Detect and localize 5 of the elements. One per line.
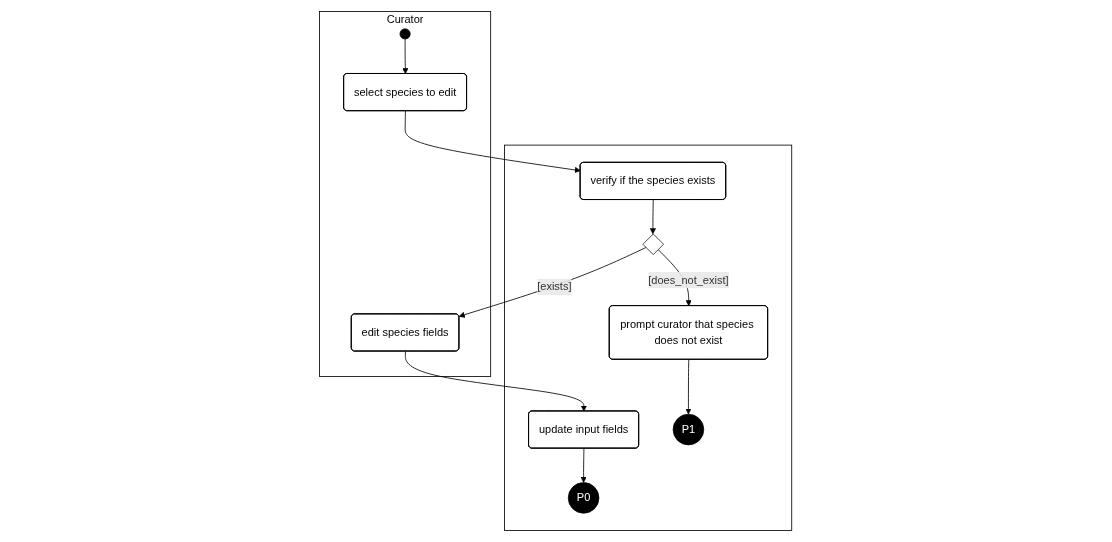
cluster (504, 144, 793, 531)
edge-label: [does_not_exist] (648, 273, 729, 286)
edge-label: [exists] (537, 280, 572, 293)
node-diamond (642, 233, 665, 255)
node-circle (399, 28, 411, 40)
